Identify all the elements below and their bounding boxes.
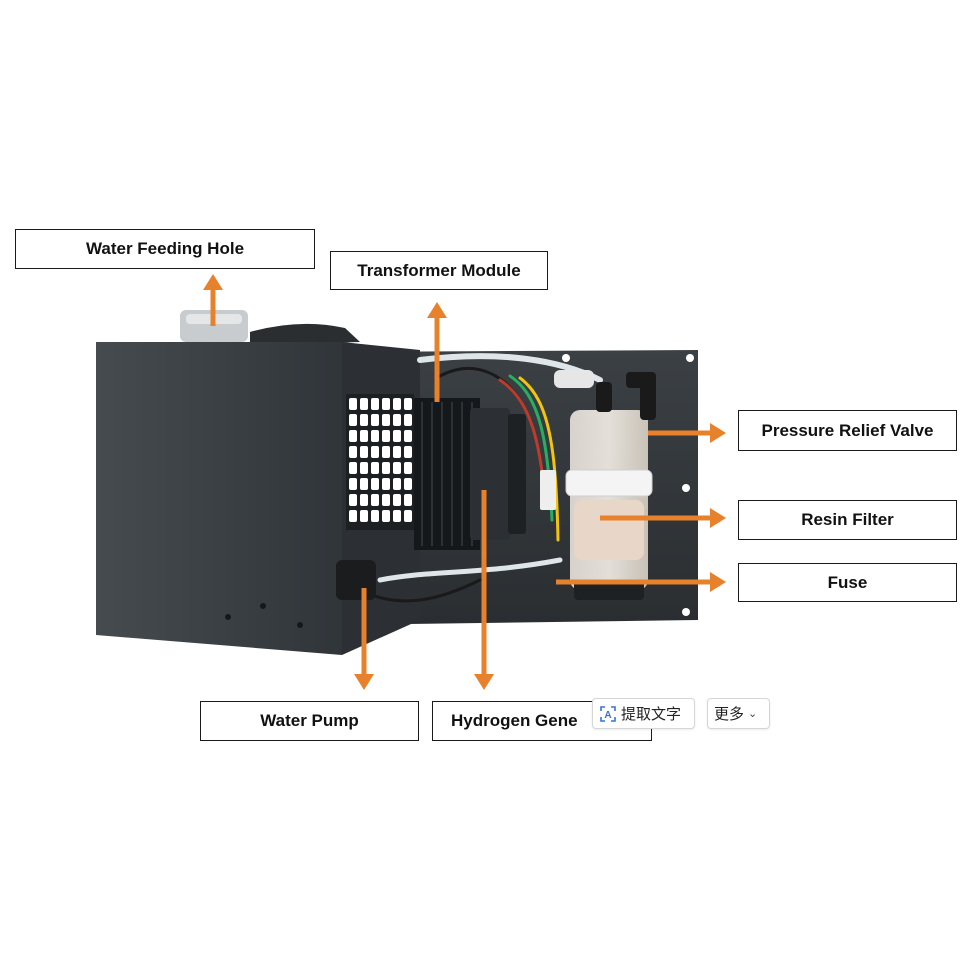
vent-hole xyxy=(404,430,412,442)
vent-hole xyxy=(349,430,357,442)
vent-hole xyxy=(382,398,390,410)
chevron-down-icon: ⌄ xyxy=(748,708,758,720)
vent-hole xyxy=(360,430,368,442)
vent-hole xyxy=(382,462,390,474)
vent-hole xyxy=(404,510,412,522)
vent-hole xyxy=(393,398,401,410)
resin-filter-canister xyxy=(565,410,653,600)
more-button[interactable]: 更多 ⌄ xyxy=(707,698,770,729)
vent-hole xyxy=(393,430,401,442)
vent-hole xyxy=(360,494,368,506)
vent-hole xyxy=(404,462,412,474)
vent-hole xyxy=(393,478,401,490)
vent-hole xyxy=(393,510,401,522)
vent-hole xyxy=(393,446,401,458)
elbow-fittings xyxy=(554,370,656,420)
text-extract-icon: A xyxy=(599,705,617,723)
vent-hole xyxy=(360,478,368,490)
vent-hole xyxy=(404,494,412,506)
vent-hole xyxy=(371,414,379,426)
vent-hole xyxy=(349,446,357,458)
vent-hole xyxy=(360,446,368,458)
vent-hole xyxy=(382,446,390,458)
vent-hole xyxy=(371,430,379,442)
vent-hole xyxy=(371,398,379,410)
vent-hole xyxy=(371,510,379,522)
transformer-heatsink xyxy=(414,398,510,550)
label-water-pump: Water Pump xyxy=(200,701,419,741)
vent-hole xyxy=(404,398,412,410)
water-pump xyxy=(336,560,376,600)
label-pressure-relief-valve: Pressure Relief Valve xyxy=(738,410,957,451)
vent-hole xyxy=(404,414,412,426)
wiring-harness xyxy=(358,353,603,603)
vent-hole xyxy=(360,398,368,410)
vent-hole xyxy=(382,478,390,490)
vent-hole xyxy=(382,510,390,522)
vent-hole xyxy=(349,510,357,522)
connector-blocks xyxy=(508,414,556,534)
vent-hole xyxy=(371,462,379,474)
vent-hole xyxy=(371,478,379,490)
label-transformer-module: Transformer Module xyxy=(330,251,548,290)
extract-text-button[interactable]: A 提取文字 xyxy=(592,698,695,729)
vent-hole xyxy=(404,446,412,458)
vent-hole xyxy=(404,478,412,490)
callout-arrows xyxy=(203,274,726,690)
svg-text:A: A xyxy=(604,710,611,721)
label-fuse: Fuse xyxy=(738,563,957,602)
vent-hole xyxy=(371,494,379,506)
label-water-feeding-hole: Water Feeding Hole xyxy=(15,229,315,269)
vent-hole xyxy=(349,494,357,506)
vent-hole xyxy=(360,414,368,426)
more-label: 更多 xyxy=(714,706,745,723)
vent-hole xyxy=(349,462,357,474)
vent-hole xyxy=(349,414,357,426)
vent-hole xyxy=(371,446,379,458)
vent-hole xyxy=(393,414,401,426)
vent-hole xyxy=(349,398,357,410)
vent-hole xyxy=(393,494,401,506)
vent-holes xyxy=(349,398,412,522)
top-handle xyxy=(180,310,360,345)
vent-hole xyxy=(360,510,368,522)
vent-hole xyxy=(349,478,357,490)
vent-hole xyxy=(360,462,368,474)
vent-hole xyxy=(393,462,401,474)
vent-hole xyxy=(382,494,390,506)
vent-hole xyxy=(382,414,390,426)
extract-text-label: 提取文字 xyxy=(621,706,682,723)
ventilation-grid xyxy=(346,394,414,530)
vent-hole xyxy=(382,430,390,442)
label-resin-filter: Resin Filter xyxy=(738,500,957,540)
